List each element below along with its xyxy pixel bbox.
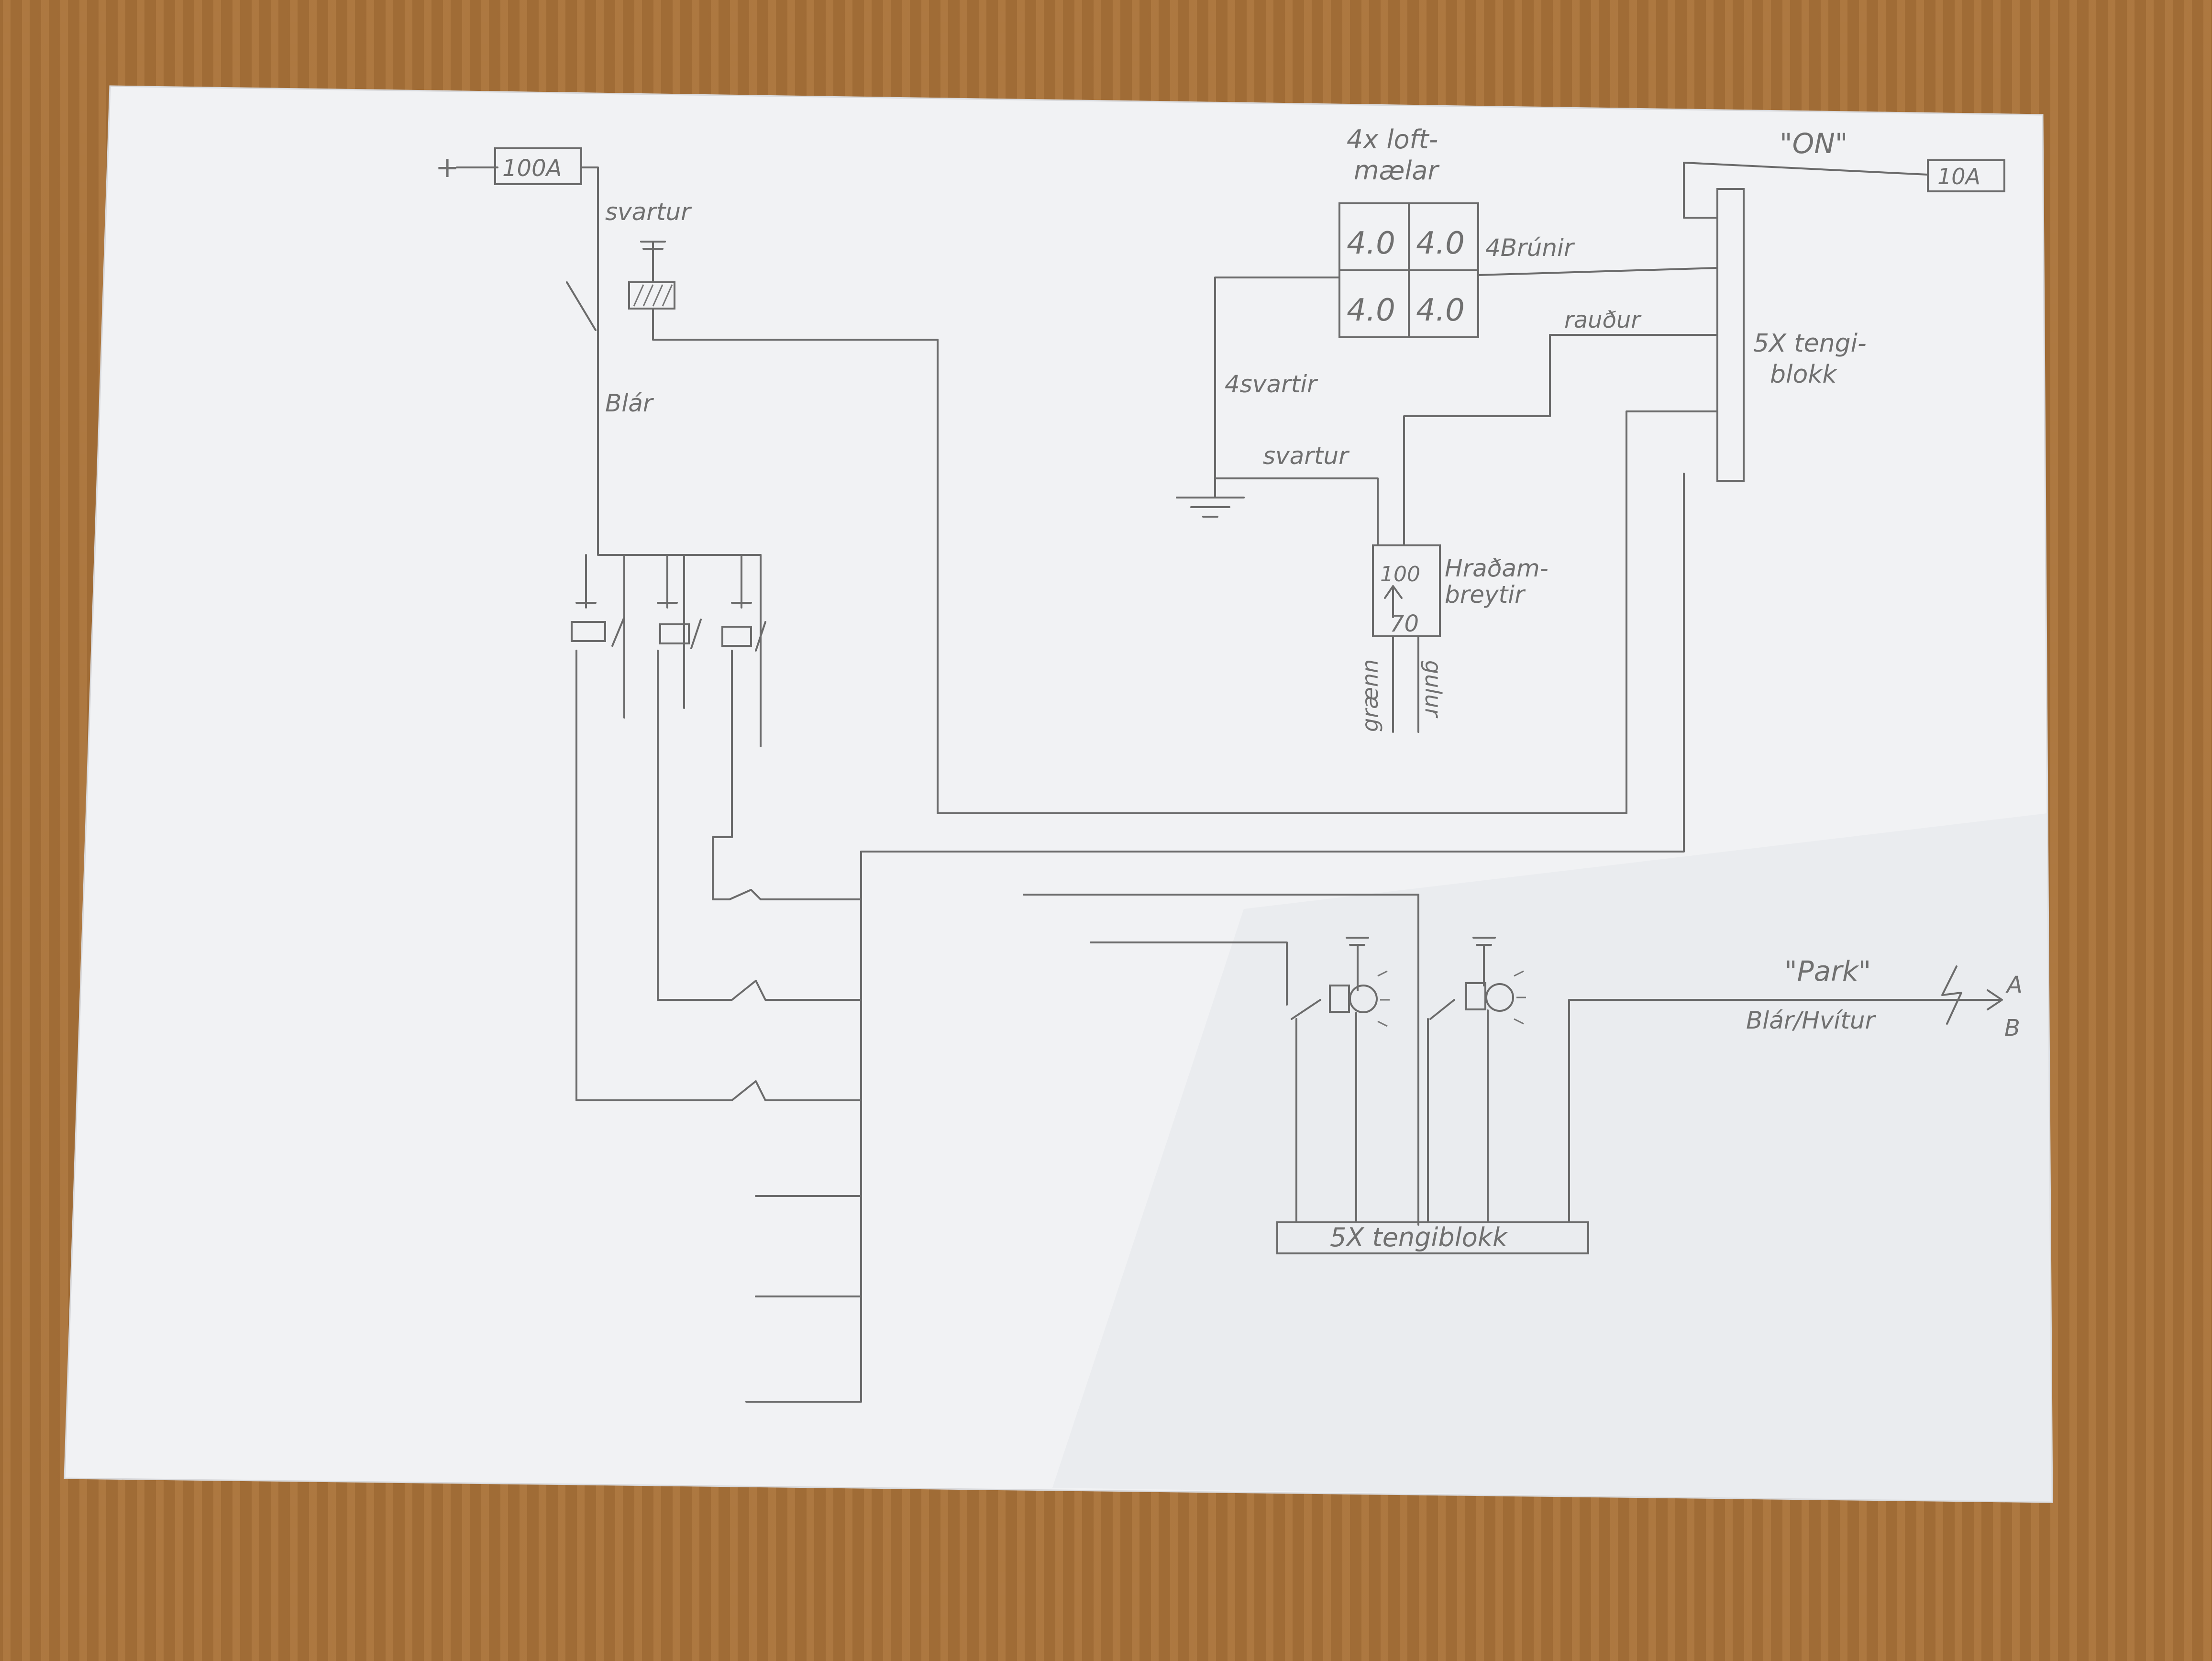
wire-bus-top	[860, 473, 1685, 853]
gauge-value-4: 4.0	[1416, 293, 1465, 328]
wire-park	[1568, 999, 1953, 1223]
wire-relay1-switch	[575, 650, 862, 1101]
brunir-label: 4Brúnir	[1485, 234, 1575, 262]
gulur-label: gulur	[1420, 660, 1446, 719]
svartir-label: 4svartir	[1225, 370, 1318, 398]
paper-shadow	[1052, 813, 2052, 1502]
speed-bottom-label: 70	[1390, 610, 1419, 637]
gauge-value-3: 4.0	[1347, 293, 1395, 328]
on-label: "ON"	[1780, 127, 1847, 160]
main-fuse-box	[494, 147, 582, 185]
lamp-relay-1	[1291, 937, 1390, 1223]
gauge-value-2: 4.0	[1416, 226, 1465, 261]
svartur-mid-label: svartur	[1263, 442, 1350, 470]
main-relay-symbol	[566, 241, 675, 341]
gauge-value-1: 4.0	[1347, 226, 1395, 261]
wire-blue-bus	[597, 329, 762, 556]
blar-hvitur-label: Blár/Hvítur	[1746, 1007, 1877, 1034]
lamp-relay-2	[1429, 937, 1526, 1223]
wire-gauge-brown-right	[1477, 267, 1718, 276]
ceiling-title-1: 4x loft-	[1347, 124, 1438, 155]
speed-top-label: 100	[1380, 562, 1420, 587]
park-label: "Park"	[1784, 955, 1871, 987]
graenn-label: grænn	[1357, 659, 1383, 732]
arrow-a-label: A	[2005, 972, 2023, 998]
svartur-top-label: svartur	[605, 198, 692, 226]
relay-2	[657, 554, 702, 709]
terminal-block-bottom	[1276, 1221, 1589, 1254]
wire-lamp-feed-top	[1023, 894, 1419, 1226]
wire-vertical-bus-2	[745, 851, 862, 1403]
terminal-block-top	[1683, 188, 1745, 482]
speed-controller: 100 70	[1372, 544, 1441, 637]
wire-relay-to-bottom	[652, 339, 1718, 814]
wire-fuse-to-relay	[580, 166, 599, 331]
raudur-label: rauður	[1564, 307, 1642, 333]
terminal-top-label-1: 5X tengi-	[1753, 329, 1867, 358]
fuse-on-label: 10A	[1937, 164, 1980, 189]
wire-lamp-feed-second	[1090, 941, 1288, 1006]
speed-label-2: breytir	[1445, 581, 1526, 609]
speed-label-1: Hraðam-	[1445, 554, 1548, 582]
wire-raudur	[1403, 334, 1718, 546]
ceiling-title-2: mælar	[1354, 155, 1439, 186]
relay-1	[571, 554, 625, 719]
wire-on	[1683, 162, 1929, 219]
plus-label: +	[435, 151, 459, 184]
gauge-grid: 4.0 4.0 4.0 4.0	[1338, 202, 1479, 338]
ground-symbol	[1176, 497, 1245, 518]
wire-svartur-mid	[1214, 477, 1379, 546]
main-fuse-label: 100A	[502, 155, 562, 182]
fuse-on-box	[1927, 159, 2005, 192]
terminal-top-label-2: blokk	[1770, 360, 1837, 389]
lightning-arrow-icon	[1941, 965, 2003, 1025]
arrow-b-label: B	[2004, 1015, 2020, 1041]
relay-3	[721, 554, 766, 747]
blar-label: Blár	[605, 389, 654, 417]
wire-relay3-switch	[712, 650, 862, 900]
terminal-bottom-label: 5X tengiblokk	[1330, 1222, 1509, 1252]
wire-relay2-switch	[657, 650, 862, 1001]
